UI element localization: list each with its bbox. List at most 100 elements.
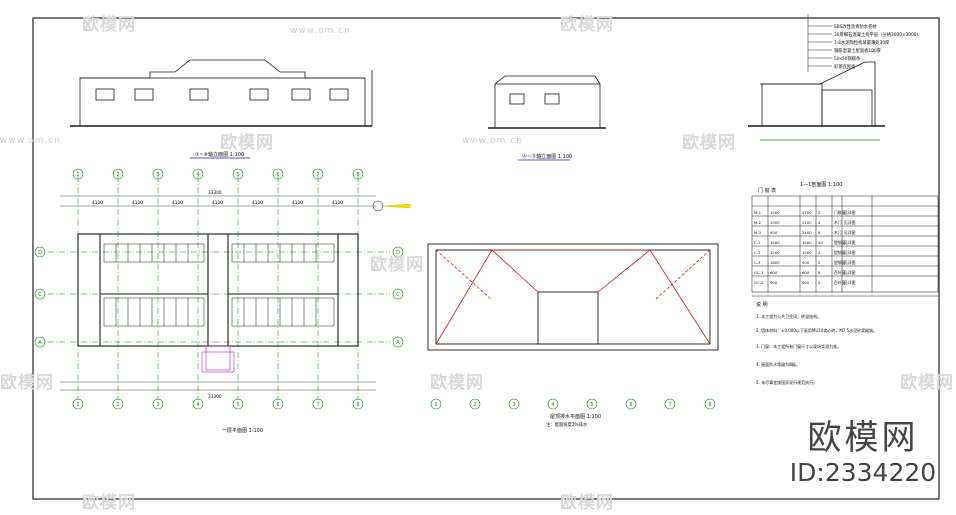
axis-6-top: 6 [276, 172, 279, 178]
axis-4-bottom: 4 [196, 402, 199, 408]
door-schedule-cell: 2100 [802, 230, 812, 235]
roof-plan-axis-bubbles: 1 2 3 4 5 6 7 8 [430, 398, 716, 410]
axis-4-top: 4 [196, 172, 199, 178]
axis-2-bottom: 2 [116, 402, 119, 408]
door-schedule-cell: 8 [818, 270, 821, 275]
door-schedule-cell: 木门 [834, 230, 842, 235]
door-schedule-cell: 2 [818, 260, 821, 265]
roof-axis-4: 4 [551, 402, 554, 408]
north-arrow [372, 200, 411, 212]
axis-7-top: 7 [316, 172, 319, 178]
section-spec-1: SBS改性沥青防水卷材 [834, 23, 877, 30]
door-schedule-cell: 1000 [770, 220, 780, 225]
door-schedule-cell: 900 [770, 280, 778, 285]
bay-dim-2: 4100 [132, 200, 143, 206]
roof-axis-8: 8 [708, 402, 711, 408]
roof-plan-outline [427, 243, 719, 351]
floor-plan-entry-steps [201, 345, 235, 373]
watermark-2: 欧模网 [560, 10, 614, 35]
watermark-text: 欧模网 [82, 493, 136, 513]
door-schedule-cell: 2100 [802, 220, 812, 225]
door-schedule-cell: 门联窗 [834, 210, 846, 215]
bay-dim-7: 4100 [332, 200, 343, 206]
door-schedule-cell: GC-2 [754, 280, 764, 285]
section-spec-3: 1:8水泥陶粒找坡最薄处30厚 [834, 39, 890, 46]
door-schedule-cell: 1500 [802, 250, 812, 255]
door-schedule-cell: 600 [802, 270, 810, 275]
plan-axis-bubbles-side: D C A D C A [34, 246, 404, 348]
section-spec-5: 50x50钢檩条 [834, 55, 861, 62]
watermark-3: www.om.cn [290, 18, 351, 38]
watermark-text: 欧模网 [0, 373, 54, 393]
section-spec-leaders [807, 14, 832, 72]
door-schedule-cell: 见详图 [844, 230, 856, 235]
section-drawing [748, 61, 885, 141]
door-schedule-cell: 木门 [834, 220, 842, 225]
watermark-text: 欧模网 [900, 373, 954, 393]
bay-dim-4: 4100 [212, 200, 223, 206]
front-elevation [70, 59, 373, 127]
watermark-url: www.om.cn [462, 136, 523, 146]
door-schedule-cell: C-2 [754, 250, 761, 255]
axis-D-left: D [38, 250, 42, 256]
door-schedule-cell: 2 [818, 210, 821, 215]
watermark-5: 欧模网 [220, 128, 274, 153]
door-schedule-grid [751, 195, 939, 293]
notes-title: 说 明 [756, 301, 768, 308]
overall-dim-top: 33300 [208, 190, 222, 196]
watermark-text: 欧模网 [560, 15, 614, 35]
brand-name: 欧模网 [807, 418, 919, 458]
axis-5-top: 5 [236, 172, 239, 178]
bay-dim-1: 4100 [92, 200, 103, 206]
watermark-11: 欧模网 [900, 368, 954, 393]
watermark-7: 欧模网 [682, 128, 736, 153]
watermark-13: 欧模网 [560, 488, 614, 513]
watermark-url: www.om.cn [0, 136, 61, 146]
note-2: 2. 墙体材料：±0.000以下采用MU10实心砖，M7.5水泥砂浆砌筑。 [756, 327, 877, 333]
axis-1-top: 1 [76, 172, 79, 178]
section-spec-4: 钢筋混凝土屋面板100厚 [834, 47, 882, 54]
door-schedule-cell: C-3 [754, 260, 761, 265]
plan-axis-bubbles-top: 1 2 3 4 5 6 7 8 [72, 168, 364, 180]
door-schedule-cell: 900 [802, 260, 810, 265]
axis-C-left: C [38, 292, 42, 298]
side-elevation [488, 75, 606, 129]
watermark-6: www.om.cn [462, 128, 523, 148]
note-5: 5. 未尽事宜按国家现行规范执行。 [756, 379, 817, 385]
door-schedule-cell: 塑钢窗 [834, 260, 846, 265]
note-3: 3. 门窗：本工程所有门窗尺寸以现场实测为准。 [756, 343, 841, 349]
section-spec-2: 30厚细石混凝土找平层（分格3000×3000） [834, 31, 921, 38]
note-1: 1. 本工程为公共卫生间，砖混结构。 [756, 313, 821, 319]
door-schedule-cell: 1200 [770, 250, 780, 255]
door-schedule-cell: 见详图 [844, 210, 856, 215]
door-schedule-cell: 900 [770, 230, 778, 235]
door-schedule-cell: 见详图 [844, 260, 856, 265]
door-schedule-cell: 见详图 [844, 240, 856, 245]
roof-axis-1: 1 [434, 402, 437, 408]
axis-3-bottom: 3 [156, 402, 159, 408]
watermark-1: 欧模网 [82, 10, 136, 35]
door-schedule-cell: 2700 [802, 210, 812, 215]
door-schedule-cell: 塑钢窗 [834, 240, 846, 245]
door-schedule-cell: 10 [818, 240, 823, 245]
plan-title: 一层平面图 1:100 [222, 428, 263, 434]
watermark-9: 欧模网 [0, 368, 54, 393]
roof-axis-7: 7 [668, 402, 671, 408]
door-schedule-cell: 600 [802, 280, 810, 285]
axis-D-right: D [396, 250, 400, 256]
section-title: 1—1剖面图 1:100 [800, 181, 842, 188]
watermark-text: 欧模网 [370, 255, 424, 275]
bay-dim-5: 4100 [252, 200, 263, 206]
brand-stamp: 欧模网 ID:2334220 [788, 418, 938, 488]
axis-7-bottom: 7 [316, 402, 319, 408]
axis-8-top: 8 [356, 172, 359, 178]
axis-6-bottom: 6 [276, 402, 279, 408]
axis-A-left: A [38, 340, 42, 346]
sheet-border [32, 17, 940, 500]
watermark-text: 欧模网 [430, 373, 484, 393]
axis-3-top: 3 [156, 172, 159, 178]
floor-plan-dimension-lines [60, 195, 376, 391]
door-schedule-cell: GC-1 [754, 270, 764, 275]
